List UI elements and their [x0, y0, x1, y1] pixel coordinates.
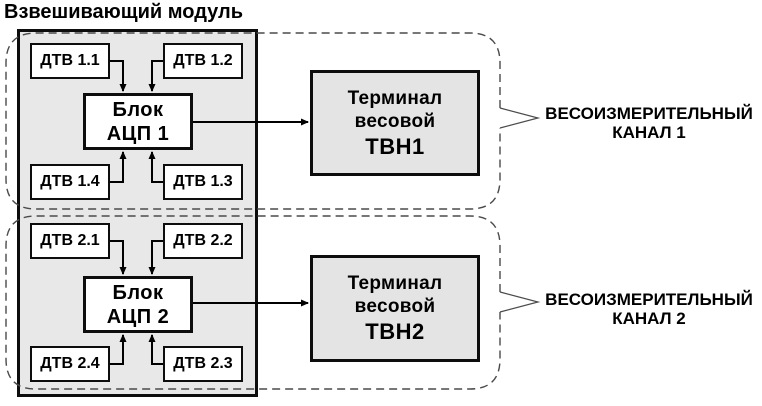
sensor-box-ch1-top-right: ДТВ 1.2: [163, 43, 243, 79]
channel-2-label: ВЕСОИЗМЕРИТЕЛЬНЫЙ КАНАЛ 2: [534, 290, 762, 328]
channel-2-label-line2: КАНАЛ 2: [612, 309, 686, 328]
terminal-1-line1: Терминал: [347, 87, 443, 109]
adc-2-line2: АЦП 2: [106, 305, 170, 328]
terminal-1-model: ТВН1: [365, 133, 425, 159]
terminal-2-line2: весовой: [354, 296, 436, 317]
sensor-box-ch1-bottom-left: ДТВ 1.4: [30, 164, 110, 200]
terminal-1-line2: весовой: [354, 110, 436, 132]
sensor-box-ch2-top-left: ДТВ 2.1: [30, 223, 110, 259]
adc-1-line2: АЦП 1: [106, 122, 170, 145]
sensor-box-ch1-top-left: ДТВ 1.1: [30, 43, 110, 79]
adc-1-line1: Блок: [112, 98, 164, 121]
weighing-module-box: [17, 29, 258, 397]
sensor-box-ch1-bottom-right: ДТВ 1.3: [163, 164, 243, 200]
sensor-box-ch2-bottom-right: ДТВ 2.3: [163, 346, 243, 382]
terminal-box-tvn2: Терминал весовой ТВН2: [310, 255, 480, 362]
terminal-box-tvn1: Терминал весовой ТВН1: [310, 70, 480, 176]
channel-1-label-line1: ВЕСОИЗМЕРИТЕЛЬНЫЙ: [545, 104, 753, 123]
adc-block-1: Блок АЦП 1: [83, 93, 193, 150]
channel-2-brace-tip: [499, 291, 541, 313]
adc-2-line1: Блок: [112, 281, 164, 304]
channel-1-label: ВЕСОИЗМЕРИТЕЛЬНЫЙ КАНАЛ 1: [534, 104, 762, 142]
sensor-box-ch2-top-right: ДТВ 2.2: [163, 223, 243, 259]
sensor-box-ch2-bottom-left: ДТВ 2.4: [30, 346, 110, 382]
diagram-title: Взвешивающий модуль: [4, 1, 244, 23]
channel-1-label-line2: КАНАЛ 1: [612, 123, 686, 142]
adc-block-2: Блок АЦП 2: [83, 276, 193, 333]
channel-1-brace-tip: [499, 107, 541, 129]
terminal-2-model: ТВН2: [365, 319, 425, 344]
terminal-2-line1: Терминал: [347, 273, 443, 294]
channel-2-label-line1: ВЕСОИЗМЕРИТЕЛЬНЫЙ: [545, 290, 753, 309]
